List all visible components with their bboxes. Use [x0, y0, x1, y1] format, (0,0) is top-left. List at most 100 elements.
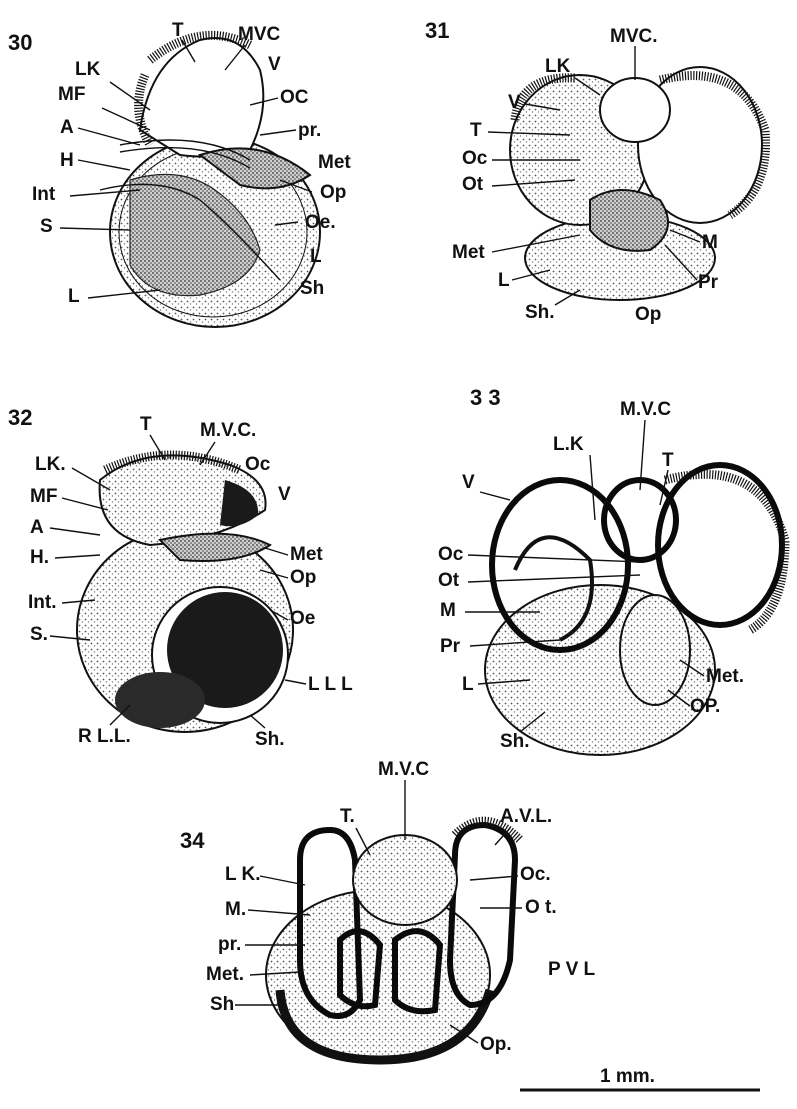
label-LK: L K. — [225, 864, 261, 885]
label-Met: Met — [452, 242, 485, 263]
label-Op: Op. — [480, 1034, 512, 1055]
label-RLL: R L.L. — [78, 726, 131, 747]
label-LK: LK — [75, 59, 101, 80]
label-MF: MF — [58, 84, 85, 105]
label-LK: LK. — [35, 454, 66, 475]
label-V: V — [462, 472, 475, 493]
label-T: T — [662, 450, 674, 471]
label-PVL: P V L — [548, 959, 596, 980]
leader-LLL — [285, 680, 306, 684]
figure-31: 31 MVC. LK V T Oc Ot M Met Pr L Sh. Op — [425, 18, 766, 325]
head — [600, 78, 670, 142]
label-M: M. — [225, 899, 246, 920]
label-Oe: Oe — [290, 608, 315, 629]
figure-number: 30 — [8, 30, 32, 55]
label-LK: LK — [545, 56, 571, 77]
label-H: H. — [30, 547, 49, 568]
label-Sh: Sh. — [500, 731, 530, 752]
head — [353, 835, 457, 925]
label-Ot: Ot — [438, 570, 460, 591]
label-S: S — [40, 216, 53, 237]
label-Oc: Oc — [438, 544, 464, 565]
label-L: L — [498, 270, 510, 291]
label-Ot: Ot — [462, 174, 484, 195]
label-MVC: MVC. — [610, 26, 658, 47]
label-AVL: A.V.L. — [500, 806, 552, 827]
leader-Sh — [250, 715, 265, 728]
label-Oc: Oc — [245, 454, 271, 475]
velum-lobe-right — [658, 465, 782, 625]
figure-number: 34 — [180, 828, 205, 853]
right-larval-lobe — [115, 672, 205, 728]
label-T: T — [470, 120, 482, 141]
figure-30: 30 T MVC LK V MF OC A pr. H Met Int Op S… — [8, 20, 351, 327]
label-OC: OC — [280, 87, 309, 108]
label-Met: Met. — [706, 666, 744, 687]
leader-Oc — [470, 876, 518, 880]
figure-34: 34 M.V.C T. A.V.L. L K. Oc. M. O t. pr. … — [180, 759, 596, 1060]
leader-V — [480, 492, 510, 500]
label-M: M — [440, 600, 456, 621]
label-Int: Int — [32, 184, 56, 205]
label-LLL: L L L — [308, 674, 353, 695]
label-MVC: M.V.C — [378, 759, 429, 780]
label-pr: pr. — [298, 120, 321, 141]
label-Sh: Sh — [210, 994, 234, 1015]
label-Op: Op — [290, 567, 316, 588]
label-S: S. — [30, 624, 48, 645]
label-MVC: MVC — [238, 24, 281, 45]
label-A: A — [30, 517, 44, 538]
leader-A — [50, 528, 100, 535]
label-Met: Met. — [206, 964, 244, 985]
label-Ot: O t. — [525, 897, 557, 918]
label-Oc: Oc. — [520, 864, 551, 885]
leader-Met — [265, 548, 288, 555]
label-Pr: Pr — [440, 636, 461, 657]
foot — [620, 595, 690, 705]
leader-H — [55, 555, 100, 558]
label-V: V — [278, 484, 291, 505]
leader-T — [356, 828, 370, 855]
leader-H — [78, 160, 130, 170]
label-Pr: Pr — [698, 272, 719, 293]
label-T: T. — [340, 806, 355, 827]
label-Int: Int. — [28, 592, 57, 613]
label-H: H — [60, 150, 74, 171]
label-MVC: M.V.C. — [200, 420, 256, 441]
label-A: A — [60, 117, 74, 138]
label-Met: Met — [318, 152, 351, 173]
label-LK: L.K — [553, 434, 584, 455]
label-L-right: L — [310, 246, 322, 267]
label-OP: OP. — [690, 696, 720, 717]
label-Sh: Sh — [300, 278, 324, 299]
leader-A — [78, 128, 140, 145]
label-Sh: Sh. — [255, 729, 285, 750]
label-V: V — [268, 54, 281, 75]
label-T: T — [172, 20, 184, 41]
label-Met: Met — [290, 544, 323, 565]
label-M: M — [702, 232, 718, 253]
label-V: V — [508, 92, 521, 113]
label-T: T — [140, 414, 152, 435]
label-MVC: M.V.C — [620, 399, 671, 420]
label-pr: pr. — [218, 934, 241, 955]
figure-number: 31 — [425, 18, 449, 43]
label-Sh: Sh. — [525, 302, 555, 323]
label-Oe: Oe. — [305, 212, 336, 233]
label-Op: Op — [635, 304, 661, 325]
scale-bar-label: 1 mm. — [600, 1066, 655, 1087]
foot — [590, 190, 668, 251]
scale-bar: 1 mm. — [520, 1066, 760, 1090]
figure-number: 3 3 — [470, 385, 501, 410]
label-Oc: Oc — [462, 148, 488, 169]
figure-32: 32 T M.V.C. LK. Oc MF V A Met H. Op Int.… — [8, 405, 353, 750]
figure-33: 3 3 M.V.C L.K V T Oc Ot M Pr L Met. OP. … — [438, 385, 785, 755]
figure-number: 32 — [8, 405, 32, 430]
label-L-left: L — [68, 286, 80, 307]
label-L: L — [462, 674, 474, 695]
leader-LK — [110, 82, 150, 110]
leader-pr — [260, 130, 296, 135]
label-Op: Op — [320, 182, 346, 203]
label-MF: MF — [30, 486, 57, 507]
